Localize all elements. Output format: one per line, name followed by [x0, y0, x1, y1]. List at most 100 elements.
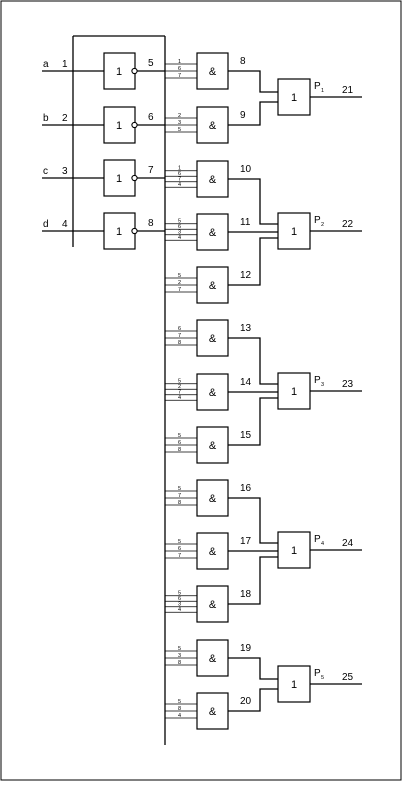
and-output-label-18: 18: [240, 589, 252, 600]
and-input-label: 6: [178, 224, 181, 230]
and-input-label: 5: [178, 273, 181, 279]
and-input-label: 3: [178, 653, 181, 659]
and-symbol: &: [209, 227, 217, 239]
and-input-label: 2: [178, 280, 181, 286]
and-symbol: &: [209, 280, 217, 292]
and-gate-18: [196, 585, 229, 623]
and-to-or-wire: [228, 101, 278, 126]
or-output-p-label: P: [314, 215, 321, 226]
and-input-label: 5: [178, 646, 181, 652]
and-input-label: 7: [178, 553, 181, 559]
and-input-label: 6: [178, 171, 181, 177]
and-gate-19: [196, 639, 229, 677]
and-to-or-wire: [228, 337, 278, 385]
and-output-label-19: 19: [240, 643, 252, 654]
and-to-or-wire: [228, 657, 278, 680]
and-output-label-10: 10: [240, 164, 252, 175]
and-gate-9: [196, 106, 229, 144]
and-symbol: &: [209, 493, 217, 505]
and-output-label-17: 17: [240, 536, 252, 547]
and-output-label-15: 15: [240, 430, 252, 441]
and-input-label: 8: [178, 706, 181, 712]
and-input-label: 4: [178, 607, 181, 613]
and-input-label: 8: [178, 500, 181, 506]
and-symbol: &: [209, 599, 217, 611]
and-gate-16: [196, 479, 229, 517]
and-input-label: 1: [178, 59, 181, 65]
input-number-4: 4: [62, 219, 68, 230]
or-gate-p3: [277, 372, 311, 410]
inverter-gate-b: [103, 106, 136, 144]
and-gate-11: [196, 213, 229, 251]
and-input-label: 8: [178, 660, 181, 666]
and-input-label: 7: [178, 287, 181, 293]
inversion-bubble: [131, 174, 138, 182]
and-input-label: 6: [178, 440, 181, 446]
and-input-label: 4: [178, 235, 181, 241]
or-gate-p1: [277, 78, 311, 116]
and-input-label: 7: [178, 390, 181, 396]
and-gate-20: [196, 692, 229, 730]
and-gate-10: [196, 160, 229, 198]
and-input-label: 5: [178, 486, 181, 492]
and-symbol: &: [209, 653, 217, 665]
inverter-output-label-7: 7: [148, 165, 154, 176]
or-symbol: 1: [291, 92, 297, 104]
and-input-label: 8: [178, 340, 181, 346]
or-output-number-25: 25: [342, 672, 354, 683]
or-symbol: 1: [291, 226, 297, 238]
and-output-label-20: 20: [240, 696, 252, 707]
inverter-symbol: 1: [116, 66, 122, 78]
and-symbol: &: [209, 174, 217, 186]
inverter-symbol: 1: [116, 173, 122, 185]
and-input-label: 3: [178, 602, 181, 608]
and-to-or-wire: [228, 497, 278, 544]
and-symbol: &: [209, 66, 217, 78]
and-gate-8: [196, 52, 229, 90]
and-input-label: 8: [178, 447, 181, 453]
and-input-label: 7: [178, 177, 181, 183]
inverter-gate-d: [103, 212, 136, 250]
and-input-label: 7: [178, 333, 181, 339]
and-output-label-11: 11: [240, 217, 251, 228]
and-input-label: 6: [178, 326, 181, 332]
and-symbol: &: [209, 706, 217, 718]
input-name-d: d: [43, 219, 49, 230]
inversion-bubble: [131, 67, 138, 75]
or-output-p-subscript: 3: [321, 382, 324, 388]
and-output-label-13: 13: [240, 323, 252, 334]
or-output-p-label: P: [314, 534, 321, 545]
and-output-label-9: 9: [240, 110, 246, 121]
and-to-or-wire: [228, 688, 278, 712]
inversion-bubble: [131, 121, 138, 129]
and-input-label: 6: [178, 596, 181, 602]
or-output-number-21: 21: [342, 85, 354, 96]
or-output-p-label: P: [314, 375, 321, 386]
input-name-a: a: [43, 59, 49, 70]
or-output-p-label: P: [314, 668, 321, 679]
and-input-label: 6: [178, 546, 181, 552]
and-input-label: 2: [178, 113, 181, 119]
or-output-number-23: 23: [342, 379, 354, 390]
or-output-p-subscript: 4: [321, 541, 324, 547]
and-symbol: &: [209, 546, 217, 558]
or-output-p-subscript: 5: [321, 675, 324, 681]
inverter-symbol: 1: [116, 226, 122, 238]
input-name-b: b: [43, 113, 49, 124]
or-output-p-subscript: 2: [321, 222, 324, 228]
and-input-label: 5: [178, 591, 181, 597]
and-input-label: 5: [178, 379, 181, 385]
and-input-label: 5: [178, 539, 181, 545]
and-to-or-wire: [228, 556, 278, 605]
and-input-label: 5: [178, 219, 181, 225]
and-input-label: 7: [178, 73, 181, 79]
input-number-3: 3: [62, 166, 68, 177]
and-symbol: &: [209, 440, 217, 452]
and-to-or-wire: [228, 70, 278, 93]
or-gate-p2: [277, 212, 311, 250]
inverter-output-label-8: 8: [148, 218, 154, 229]
and-to-or-wire: [228, 397, 278, 446]
and-input-label: 5: [178, 433, 181, 439]
